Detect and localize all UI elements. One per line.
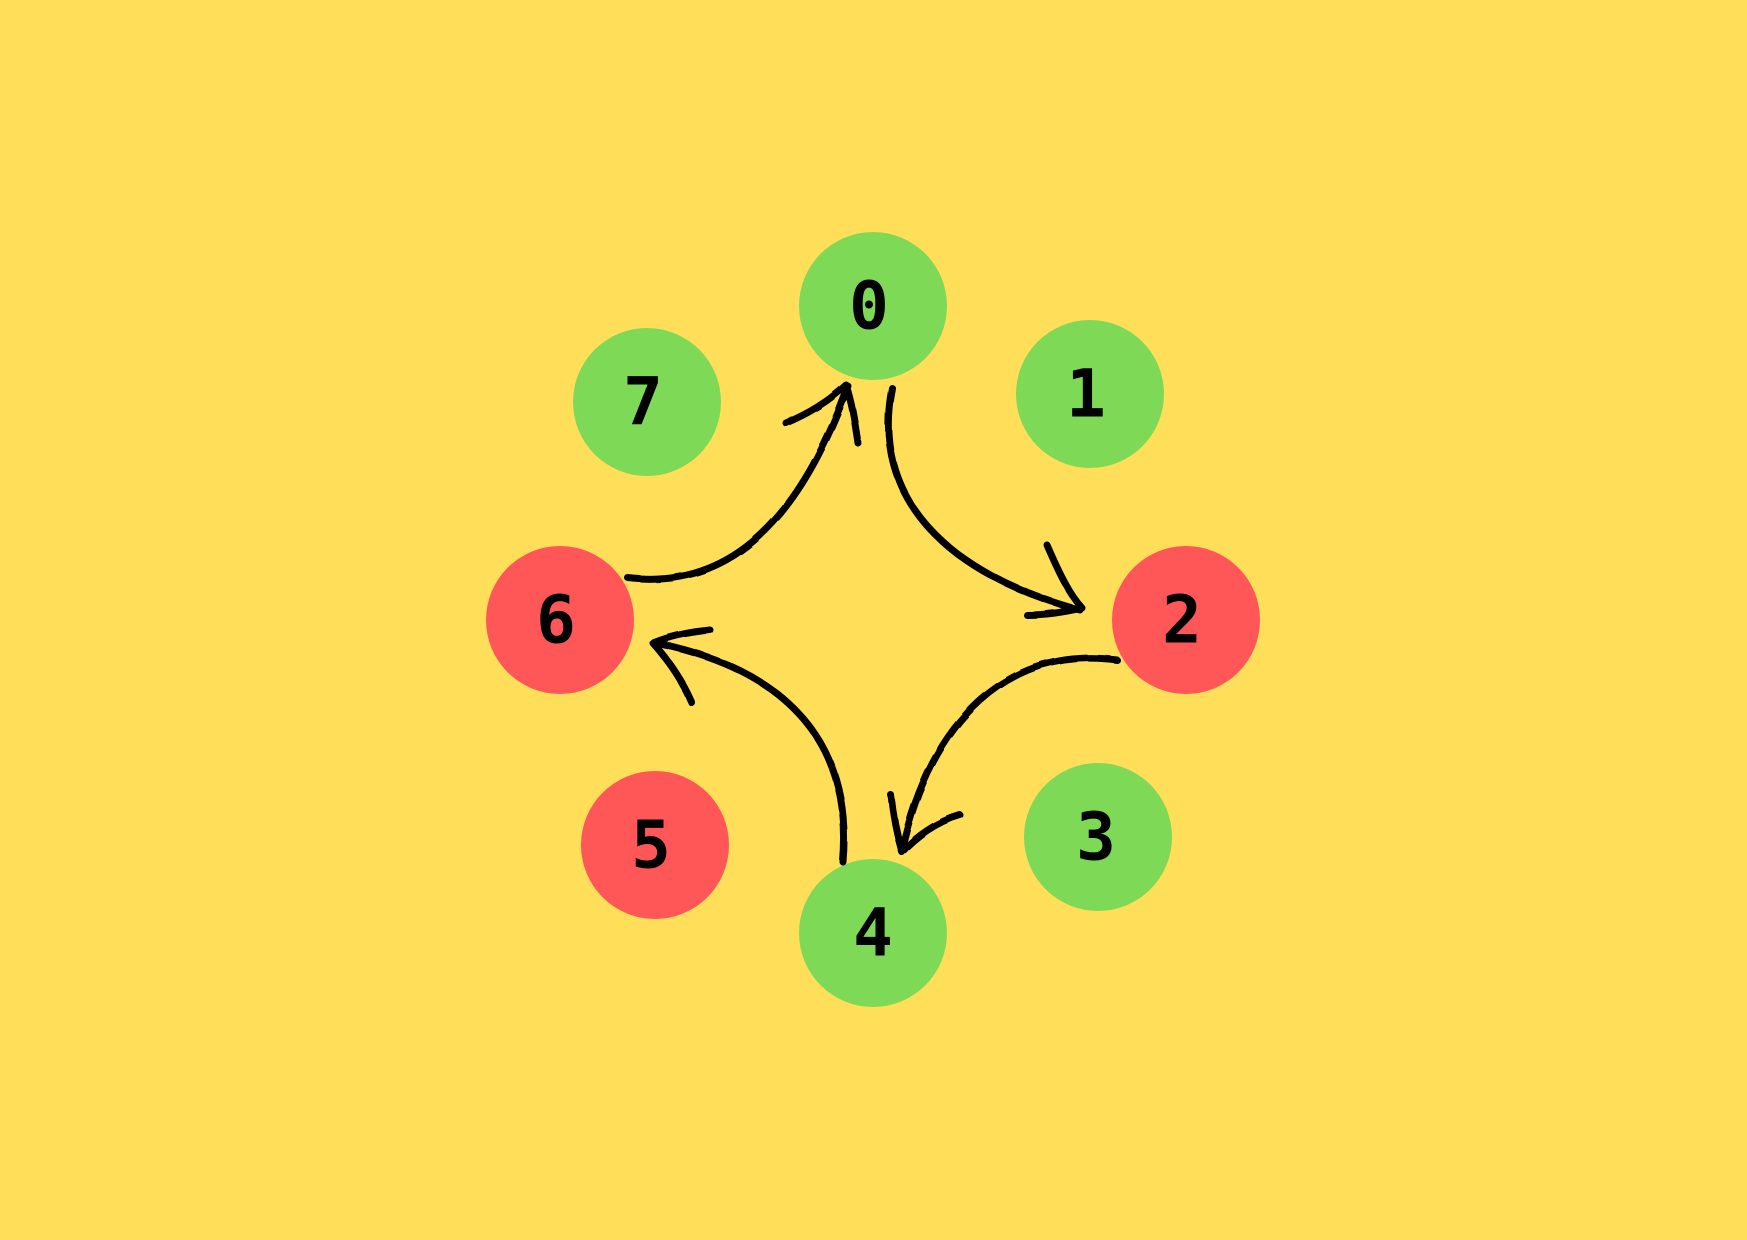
arrow-4-to-6 xyxy=(649,626,848,866)
arrow-4-to-6-shaft xyxy=(651,639,848,866)
arrow-6-to-0-shaft xyxy=(624,382,852,583)
arrow-4-to-6-head xyxy=(649,626,714,707)
node-7-circle xyxy=(573,328,721,476)
node-1: 1 xyxy=(1016,320,1164,468)
node-7-label: 7 xyxy=(623,364,663,441)
node-1-circle xyxy=(1016,320,1164,468)
arrow-2-to-4-shaft xyxy=(898,654,1121,854)
node-2-label: 2 xyxy=(1162,582,1202,659)
node-4: 4 xyxy=(799,859,947,1007)
arrow-6-to-0-head xyxy=(782,381,862,447)
node-0: 0 xyxy=(799,232,947,380)
arrow-0-to-2 xyxy=(884,384,1086,619)
node-6: 6 xyxy=(486,546,634,694)
arrow-0-to-2-head xyxy=(1023,541,1086,619)
node-5-circle xyxy=(581,771,729,919)
node-2-circle xyxy=(1112,546,1260,694)
node-3-label: 3 xyxy=(1076,799,1116,876)
node-6-label: 6 xyxy=(536,582,576,659)
node-0-label: 0 xyxy=(849,268,889,345)
node-3: 3 xyxy=(1024,763,1172,911)
arrow-2-to-4-head xyxy=(887,791,964,856)
node-2: 2 xyxy=(1112,546,1260,694)
arrow-2-to-4 xyxy=(887,654,1121,856)
node-4-circle xyxy=(799,859,947,1007)
node-1-label: 1 xyxy=(1066,356,1106,433)
node-5: 5 xyxy=(581,771,729,919)
node-5-label: 5 xyxy=(631,807,671,884)
node-7: 7 xyxy=(573,328,721,476)
node-6-circle xyxy=(486,546,634,694)
node-4-label: 4 xyxy=(853,895,893,972)
arrow-6-to-0 xyxy=(624,381,862,583)
node-0-circle xyxy=(799,232,947,380)
node-3-circle xyxy=(1024,763,1172,911)
arrow-0-to-2-shaft xyxy=(884,384,1084,614)
